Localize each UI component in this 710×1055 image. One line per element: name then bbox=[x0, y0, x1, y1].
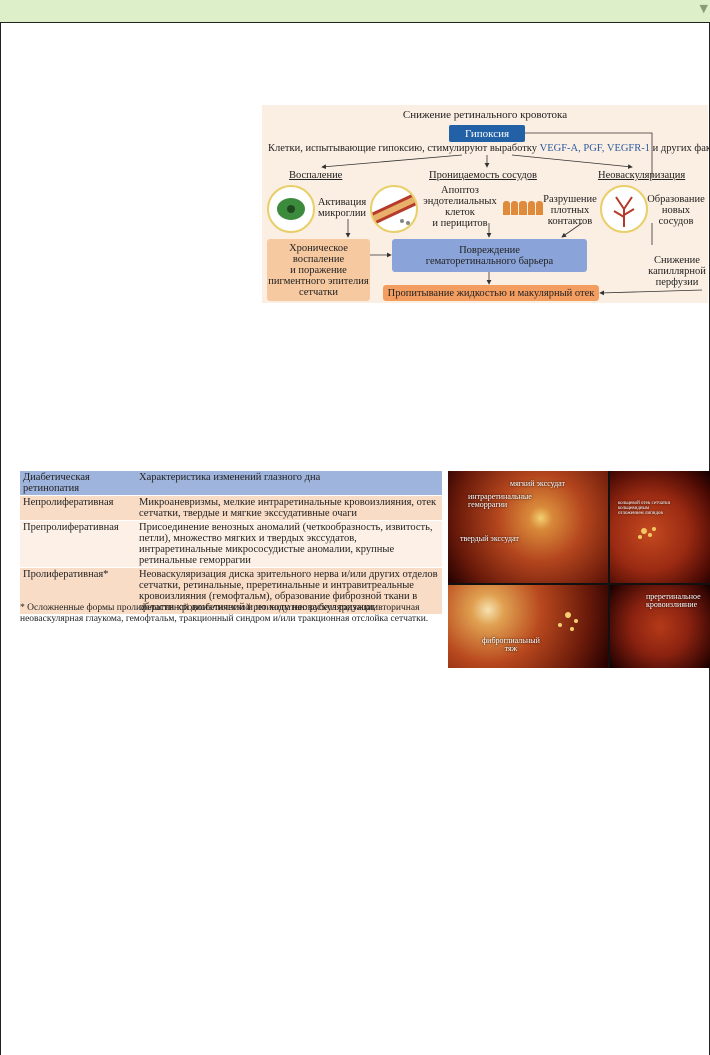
corner-arrow-icon: ▼ bbox=[699, 2, 708, 15]
head-col1-line1: Диабетическая bbox=[23, 472, 90, 483]
fibro-line2: тяж bbox=[504, 644, 518, 653]
tight-line1: Разрушение bbox=[543, 194, 597, 205]
diagram-arrows bbox=[321, 132, 703, 296]
intraretinal-label: интраретинальные геморрагии bbox=[468, 493, 532, 509]
header-col-characteristics: Характеристика изменений глазного дна bbox=[136, 471, 442, 496]
table-row: Пролиферативная* Неоваскуляризация диска… bbox=[20, 567, 442, 615]
cells-text: Клетки, испытывающие гипоксию, стимулиру… bbox=[268, 143, 537, 154]
intraretinal-line2: геморрагии bbox=[468, 500, 508, 509]
tr-line2: кольцевидным bbox=[618, 506, 650, 511]
newvessels-line3: сосудов bbox=[658, 216, 694, 227]
table-header-row: Диабетическая ретинопатия Характеристика… bbox=[20, 471, 442, 496]
hypoxia-box: Гипоксия bbox=[449, 125, 525, 142]
header-rule bbox=[0, 22, 710, 23]
soft-exudate-label: мягкий экссудат bbox=[510, 479, 565, 488]
factors-text: VEGF-A, PGF, VEGFR-1 bbox=[539, 143, 651, 154]
cells-statement: Клетки, испытывающие гипоксию, стимулиру… bbox=[268, 143, 710, 154]
tight-line3: контактов bbox=[547, 216, 593, 227]
fundus-photo-preproliferative: кольцевой отек сетчатки кольцевидным отл… bbox=[610, 471, 710, 583]
stage-cell: Непролиферативная bbox=[20, 495, 136, 521]
chronic-line3: и поражение bbox=[290, 264, 347, 276]
left-border bbox=[0, 22, 1, 1055]
fundus-photo-nonproliferative: мягкий экссудат интраретинальные геморра… bbox=[448, 471, 608, 583]
apoptosis-line3: клеток bbox=[445, 207, 475, 218]
microglia-text: Активация микроглии bbox=[317, 197, 367, 219]
diagram-title: Снижение ретинального кровотока bbox=[402, 109, 568, 121]
chronic-line4: пигментного эпителия bbox=[268, 275, 369, 287]
newvessels-line1: Образование bbox=[647, 194, 705, 205]
macular-edema-box: Пропитывание жидкостью и макулярный отек bbox=[383, 285, 599, 301]
new-vessels-icon bbox=[600, 185, 648, 233]
tr-line3: отложением липидов bbox=[618, 511, 663, 516]
lipid-ring-label: кольцевой отек сетчатки кольцевидным отл… bbox=[618, 501, 670, 516]
chronic-line5: сетчатки bbox=[298, 286, 339, 298]
vessel-apoptosis-icon bbox=[370, 185, 418, 233]
inflammation-label: Воспаление bbox=[289, 170, 343, 181]
fibroglial-label: фиброглиальный тяж bbox=[482, 637, 540, 653]
description-cell: Присоединение венозных аномалий (четкооб… bbox=[136, 520, 442, 568]
intraretinal-line1: интраретинальные bbox=[468, 492, 532, 501]
microglia-icon bbox=[267, 185, 315, 233]
stage-cell: Препролиферативная bbox=[20, 520, 136, 568]
description-cell: Неоваскуляризация диска зрительного нерв… bbox=[136, 567, 442, 615]
damage-line1: Повреждение bbox=[459, 244, 520, 256]
perfusion-text: Снижение капиллярной перфузии bbox=[646, 255, 708, 288]
perfusion-line3: перфузии bbox=[655, 277, 699, 288]
tight-line2: плотных bbox=[550, 205, 590, 216]
preretinal-line1: преретинальное bbox=[646, 592, 701, 601]
stage-cell: Пролиферативная* bbox=[20, 567, 136, 615]
perfusion-line1: Снижение bbox=[654, 255, 700, 266]
apoptosis-text: Апоптоз эндотелиальных клеток и перицито… bbox=[419, 185, 501, 229]
chronic-line2: воспаление bbox=[292, 253, 345, 265]
perfusion-line2: капиллярной bbox=[648, 266, 706, 277]
retinopathy-table: Диабетическая ретинопатия Характеристика… bbox=[20, 471, 442, 615]
hard-exudate-label: твердый экссудат bbox=[460, 534, 519, 543]
endothelial-cells-icon bbox=[503, 201, 544, 215]
fundus-photos: мягкий экссудат интраретинальные геморра… bbox=[448, 471, 710, 668]
header-col-stage: Диабетическая ретинопатия bbox=[20, 471, 136, 496]
table-footnote: * Осложненные формы пролиферативной диаб… bbox=[20, 603, 429, 624]
exudate-spots bbox=[638, 527, 656, 539]
exudate-spots bbox=[558, 612, 578, 631]
fundus-photo-proliferative: фиброглиальный тяж bbox=[448, 585, 608, 668]
microglia-line1: Активация bbox=[317, 197, 367, 208]
permeability-label: Проницаемость сосудов bbox=[429, 170, 537, 181]
damage-line2: гематоретинального барьера bbox=[425, 255, 554, 267]
new-vessels-text: Образование новых сосудов bbox=[644, 194, 708, 227]
neovascularization-label: Неоваскуляризация bbox=[598, 170, 686, 181]
apoptosis-line2: эндотелиальных bbox=[423, 196, 497, 207]
fibro-line1: фиброглиальный bbox=[482, 636, 540, 645]
apoptosis-line4: и перицитов bbox=[432, 218, 488, 229]
microglia-line2: микроглии bbox=[317, 208, 367, 219]
newvessels-line2: новых bbox=[661, 205, 691, 216]
apoptosis-line1: Апоптоз bbox=[441, 185, 479, 196]
tight-junction-text: Разрушение плотных контактов bbox=[539, 194, 601, 227]
preretinal-label: преретинальное кровоизлияние bbox=[646, 593, 701, 609]
cells-tail: и других факторов bbox=[652, 143, 710, 154]
table-row: Непролиферативная Микроаневризмы, мелкие… bbox=[20, 495, 442, 521]
pathogenesis-diagram: Снижение ретинального кровотока Гипоксия… bbox=[262, 105, 710, 303]
chronic-inflammation-box: Хроническое воспаление и поражение пигме… bbox=[267, 239, 370, 301]
tr-line1: кольцевой отек сетчатки bbox=[618, 501, 671, 506]
chronic-line1: Хроническое bbox=[289, 242, 348, 254]
table-row: Препролиферативная Присоединение венозны… bbox=[20, 520, 442, 568]
top-banner bbox=[0, 0, 710, 23]
fundus-photo-preretinal: преретинальное кровоизлияние bbox=[610, 585, 710, 668]
barrier-damage-box: Повреждение гематоретинального барьера bbox=[392, 239, 587, 272]
preretinal-line2: кровоизлияние bbox=[646, 600, 698, 609]
description-cell: Микроаневризмы, мелкие интраретинальные … bbox=[136, 495, 442, 521]
head-col1-line2: ретинопатия bbox=[23, 483, 80, 494]
